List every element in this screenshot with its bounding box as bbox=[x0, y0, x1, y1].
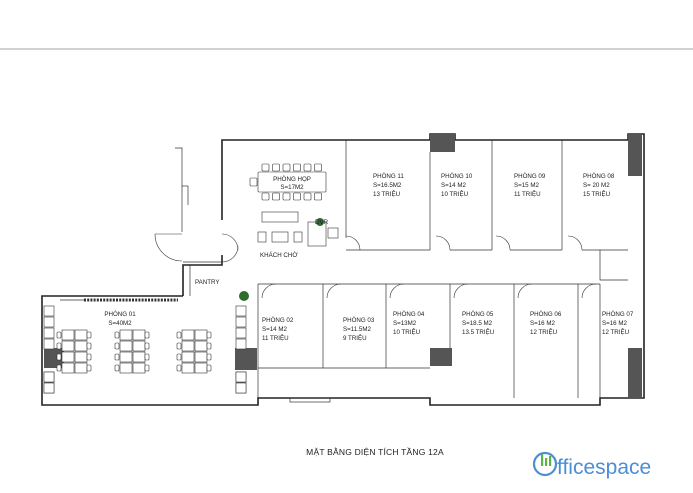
p06-area: S=16 M2 bbox=[530, 320, 555, 327]
p02-price: 11 TRIỆU bbox=[262, 334, 289, 342]
meeting-area: S=17M2 bbox=[280, 184, 304, 191]
p06-price: 12 TRIỆU bbox=[530, 328, 557, 336]
p02-name: PHÒNG 02 bbox=[262, 317, 294, 324]
top-room-walls bbox=[345, 140, 628, 281]
p04-area: S=13M2 bbox=[393, 320, 417, 327]
pantry-label: PANTRY bbox=[195, 279, 220, 286]
p07-name: PHÒNG 07 bbox=[602, 311, 634, 318]
p11-price: 13 TRIỆU bbox=[373, 190, 400, 198]
logo-text: fficespace bbox=[557, 456, 651, 479]
p08-name: PHÒNG 08 bbox=[583, 173, 615, 180]
p01-name: PHÒNG 01 bbox=[104, 311, 136, 318]
p06-name: PHÒNG 06 bbox=[530, 311, 562, 318]
dvr-label: DVR bbox=[315, 219, 329, 226]
bottom-room-walls bbox=[257, 283, 601, 403]
waiting-label: KHÁCH CHỜ bbox=[260, 252, 298, 259]
p05-price: 13.5 TRIỆU bbox=[462, 328, 494, 336]
waiting-area bbox=[239, 211, 339, 301]
p04-name: PHÒNG 04 bbox=[393, 311, 425, 318]
p03-area: S=11.5M2 bbox=[343, 326, 371, 333]
meeting-name: PHÒNG HỌP bbox=[273, 176, 311, 183]
plant-icon bbox=[239, 291, 249, 301]
p11-area: S=16.5M2 bbox=[373, 182, 402, 189]
p10-name: PHÒNG 10 bbox=[441, 173, 473, 180]
p03-price: 9 TRIỆU bbox=[343, 334, 367, 342]
p07-price: 12 TRIỆU bbox=[602, 328, 629, 336]
p08-area: S= 20 M2 bbox=[583, 182, 610, 189]
p05-area: S=18.5 M2 bbox=[462, 320, 493, 327]
p09-price: 11 TRIỆU bbox=[514, 190, 541, 198]
p01-area: S=40M2 bbox=[108, 320, 132, 327]
plan-title: MẶT BẰNG DIỆN TÍCH TẦNG 12A bbox=[306, 447, 444, 457]
p07-area: S=16 M2 bbox=[602, 320, 627, 327]
p03-name: PHÒNG 03 bbox=[343, 317, 375, 324]
room-labels: PHÒNG HỌP S=17M2 KHÁCH CHỜ DVR PANTRY PH… bbox=[104, 173, 633, 342]
p11-name: PHÒNG 11 bbox=[373, 173, 404, 180]
p04-price: 10 TRIỆU bbox=[393, 328, 420, 336]
p08-price: 15 TRIỆU bbox=[583, 190, 610, 198]
entry-doors bbox=[154, 233, 239, 263]
p09-name: PHÒNG 09 bbox=[514, 173, 546, 180]
columns bbox=[44, 134, 642, 398]
p09-area: S=15 M2 bbox=[514, 182, 539, 189]
p10-area: S=14 M2 bbox=[441, 182, 466, 189]
p02-area: S=14 M2 bbox=[262, 326, 287, 333]
p01-desks bbox=[43, 305, 247, 394]
outer-walls bbox=[41, 133, 645, 406]
officespace-logo: fficespace bbox=[532, 451, 651, 479]
p10-price: 10 TRIỆU bbox=[441, 190, 468, 198]
p05-name: PHÒNG 05 bbox=[462, 311, 494, 318]
